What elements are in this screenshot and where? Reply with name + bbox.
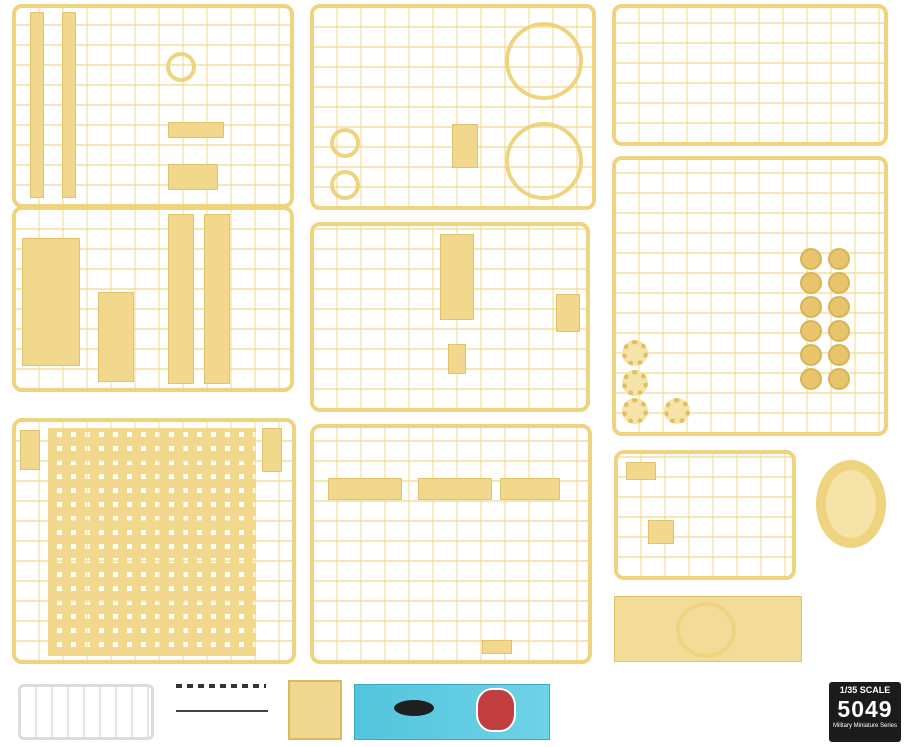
scale-label: 1/35 SCALE [839, 685, 891, 695]
turret-top-part [816, 460, 886, 548]
series-label: Military Miniature Series [832, 723, 898, 729]
hull-side-plate [62, 12, 76, 198]
curved-plate-part [556, 294, 580, 332]
side-skirt-plate [204, 214, 230, 384]
decal-shark-mouth [476, 688, 516, 732]
lower-hull-plate [22, 238, 80, 366]
vent-part [626, 462, 656, 480]
metal-cable [176, 710, 268, 712]
road-wheel [800, 248, 822, 270]
mantlet-part [166, 52, 196, 82]
road-wheel [828, 320, 850, 342]
engine-deck [168, 164, 218, 190]
clear-parts-sprue [18, 684, 154, 740]
road-wheel [800, 368, 822, 390]
hull-turret-opening [676, 602, 736, 658]
panel-part [648, 520, 674, 544]
fender-plate [418, 478, 492, 500]
round-part [330, 170, 360, 200]
sprue-end-block [262, 428, 282, 472]
sprue-d [310, 424, 592, 664]
sprue-f-wheels [612, 156, 888, 436]
sprocket-wheel [622, 398, 648, 424]
sprocket-wheel [622, 370, 648, 396]
road-wheel [828, 248, 850, 270]
road-wheel [800, 344, 822, 366]
long-rod-part [440, 234, 474, 320]
decal-sheet [354, 684, 550, 740]
kit-number: 5049 [837, 696, 893, 722]
round-part [330, 128, 360, 158]
fender-plate [500, 478, 560, 500]
hull-side-plate [30, 12, 44, 198]
small-part [482, 640, 512, 654]
turret-ring-part [505, 122, 583, 200]
scale-badge: 1/35 SCALE 5049 Military Miniature Serie… [829, 682, 901, 742]
small-block-part [448, 344, 466, 374]
fender-plate [328, 478, 402, 500]
road-wheel [800, 320, 822, 342]
sprocket-wheel [622, 340, 648, 366]
hatch-part [168, 122, 224, 138]
sprue-a-upper [12, 4, 294, 208]
decal-shark-mouth [394, 700, 434, 716]
metal-pins [176, 684, 266, 688]
sprue-end-block [20, 430, 40, 470]
side-skirt-plate [168, 214, 194, 384]
panel-part [98, 292, 134, 382]
road-wheel [828, 368, 850, 390]
road-wheel [800, 272, 822, 294]
road-wheel [800, 296, 822, 318]
road-wheel [828, 296, 850, 318]
photo-etch-fret [288, 680, 342, 740]
block-part [452, 124, 478, 168]
turret-ring-part [505, 22, 583, 100]
sprocket-wheel [664, 398, 690, 424]
sprue-e [612, 4, 888, 146]
track-links [48, 428, 256, 656]
road-wheel [828, 272, 850, 294]
road-wheel [828, 344, 850, 366]
